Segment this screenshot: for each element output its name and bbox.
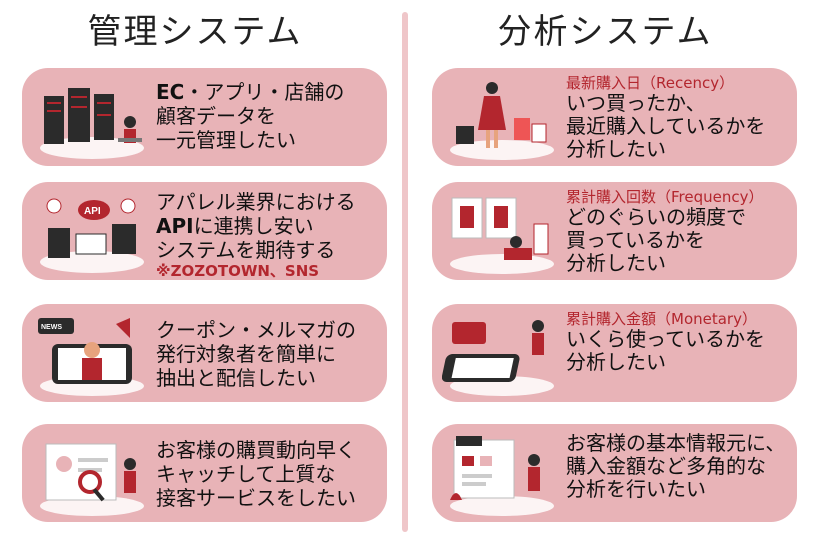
card-text: お客様の基本情報元に、 購入金額など多角的な 分析を行いたい (566, 431, 786, 501)
api-illustration: API (40, 198, 144, 273)
server-rack-illustration (40, 88, 144, 159)
card-heading: 最新購入日（Recency） (566, 74, 735, 92)
card-purchase-trend: お客様の購買動向早く キャッチして上質な 接客サービスをしたい (22, 424, 387, 522)
card-text: クーポン・メルマガの 発行対象者を簡単に 抽出と配信したい (156, 318, 356, 390)
card-coupon-newsletter: NEWS クーポン・メルマガの 発行対象者を簡単に 抽出と配信したい (22, 304, 387, 402)
card-heading: 累計購入回数（Frequency） (566, 188, 764, 206)
card-text: お客様の購買動向早く キャッチして上質な 接客サービスをしたい (156, 438, 356, 510)
card-text: いくら使っているかを 分析したい (566, 327, 765, 374)
card-frequency: 累計購入回数（Frequency） どのぐらいの頻度で 買っているかを 分析した… (432, 182, 797, 280)
card-text: いつ買ったか、 最近購入しているかを 分析したい (566, 91, 766, 161)
shopping-illustration (450, 82, 554, 160)
card-api-integration: API アパレル業界における APIに連携し安い システムを期待する ※ZOZO… (22, 182, 387, 280)
card-content: 最新購入日（Recency） いつ買ったか、 最近購入しているかを 分析したい (566, 68, 789, 161)
card-text: どのぐらいの頻度で 買っているかを 分析したい (566, 205, 746, 275)
card-heading: 累計購入金額（Monetary） (566, 310, 757, 328)
online-shop-illustration (450, 197, 554, 274)
card-content: 累計購入金額（Monetary） いくら使っているかを 分析したい (566, 304, 789, 374)
news-illustration: NEWS (38, 318, 144, 396)
card-note: ※ZOZOTOWN、SNS (156, 262, 320, 280)
card-recency: 最新購入日（Recency） いつ買ったか、 最近購入しているかを 分析したい (432, 68, 797, 166)
analysis-system-title: 分析システム (497, 12, 713, 52)
card-multi-analysis: お客様の基本情報元に、 購入金額など多角的な 分析を行いたい (432, 424, 797, 522)
card-unified-management: EC・アプリ・店舗の 顧客データを 一元管理したい (22, 68, 387, 166)
card-text: EC・アプリ・店舗の 顧客データを 一元管理したい (156, 80, 345, 152)
management-system-title: 管理システム (87, 12, 303, 52)
card-content: お客様の基本情報元に、 購入金額など多角的な 分析を行いたい (566, 432, 789, 501)
column-divider (402, 12, 408, 532)
card-content: 累計購入回数（Frequency） どのぐらいの頻度で 買っているかを 分析した… (566, 182, 789, 275)
card-text: アパレル業界における APIに連携し安い システムを期待する (156, 190, 356, 262)
card-monetary: 累計購入金額（Monetary） いくら使っているかを 分析したい (432, 304, 797, 402)
data-analysis-illustration (450, 436, 554, 516)
svg-text:API: API (84, 206, 101, 217)
mobile-payment-illustration (442, 320, 554, 396)
customer-search-illustration (40, 443, 144, 516)
svg-text:NEWS: NEWS (41, 324, 62, 331)
